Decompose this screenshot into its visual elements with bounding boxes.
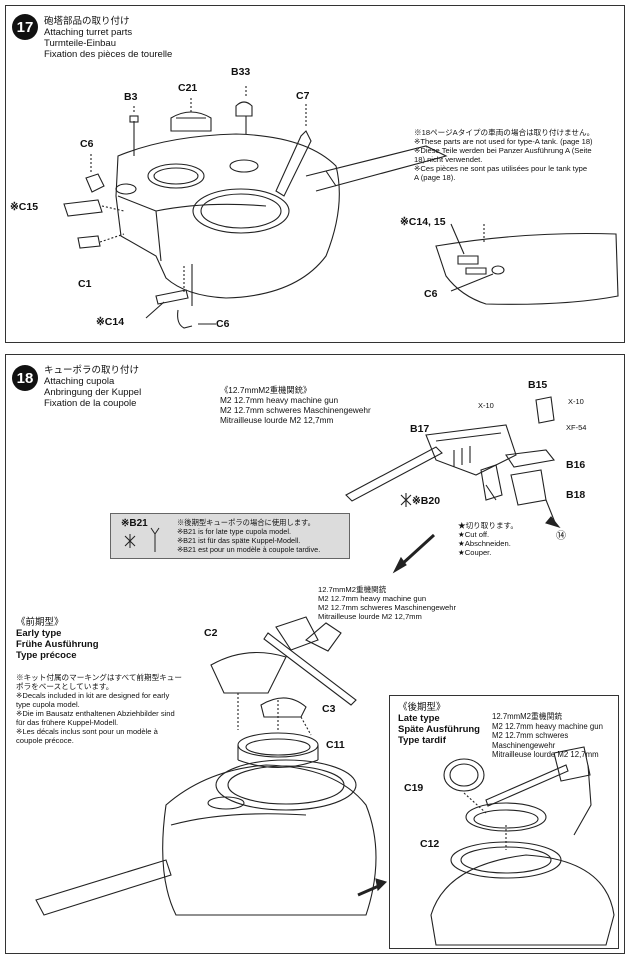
part-c12: C12: [420, 838, 440, 850]
part-c15: ※C15: [10, 201, 39, 213]
late-title-de: Späte Ausführung: [398, 724, 480, 735]
mg-note-line: Mitrailleuse lourde M2 12,7mm: [220, 415, 334, 425]
b21-note-box: ※B21 ※後期型キューポラの場合に使用します。 ※B21 is for lat…: [110, 513, 350, 559]
step17-number: 17: [12, 14, 38, 40]
part-b15: B15: [528, 379, 548, 391]
cut-note: ★切り取ります。 ★Cut off. ★Abschneiden. ★Couper…: [458, 521, 518, 557]
b21-note-line: ※B21 is for late type cupola model.: [177, 527, 292, 536]
part-c21: C21: [178, 82, 198, 94]
step17-drawing: [63, 86, 619, 329]
b21-note-line: ※B21 ist für das späte Kuppel-Modell.: [177, 536, 301, 545]
part-c3: C3: [322, 703, 336, 715]
mg-note-2-line: M2 12.7mm schweres Maschinengewehr: [318, 603, 457, 612]
decal-note-line: ポラをベースとしています。: [16, 682, 114, 691]
part-b33: B33: [231, 66, 251, 78]
decal-note-line: ※Les décals inclus sont pour un modèle à: [16, 727, 158, 736]
step18-title: キューポラの取り付け Attaching cupola Anbringung d…: [44, 365, 141, 409]
paint-x10-a: X-10: [478, 401, 494, 410]
part-c6-inset: C6: [424, 288, 438, 300]
mg-note-line: M2 12.7mm schweres Maschinengewehr: [220, 405, 371, 415]
cut-note-line: ★Abschneiden.: [458, 539, 511, 548]
part-b18: B18: [566, 489, 586, 501]
step17-title: 砲塔部品の取り付け Attaching turret parts Turmtei…: [44, 16, 172, 60]
part-c14: ※C14: [96, 316, 125, 328]
part-c14-15: ※C14, 15: [400, 216, 446, 228]
mg-note-2-line: M2 12.7mm heavy machine gun: [318, 594, 427, 603]
mg-note-2-line: Mitrailleuse lourde M2 12,7mm: [318, 612, 422, 621]
early-title-jp: 《前期型》: [16, 617, 64, 628]
step18-drawing: [35, 396, 615, 946]
part-b16: B16: [566, 459, 586, 471]
late-mg-line: M2 12.7mm heavy machine gun: [492, 721, 603, 731]
step18-title-jp: キューポラの取り付け: [44, 365, 140, 376]
step17-note-line: ※Ces pièces ne sont pas utilisées pour l…: [414, 164, 588, 173]
late-mg-line: 12.7mmM2重機関銃: [492, 712, 563, 721]
b21-drawing: [124, 527, 160, 552]
late-type-title: 《後期型》 Late type Späte Ausführung Type ta…: [398, 702, 480, 746]
late-title-fr: Type tardif: [398, 735, 446, 746]
step17-note-line: A (page 18).: [414, 173, 456, 182]
decal-note-line: coupole précoce.: [16, 736, 74, 745]
step17-note-line: 18) nicht verwendet.: [414, 155, 483, 164]
decal-note-line: ※Decals included in kit are designed for…: [16, 691, 170, 700]
part-b20: ※B20: [412, 495, 441, 507]
step18-number: 18: [12, 365, 38, 391]
early-title-en: Early type: [16, 628, 62, 639]
step-ref-14: ⑭: [556, 531, 566, 542]
decal-note-line: für das frühere Kuppel-Modell.: [16, 718, 119, 727]
mg-note-line: M2 12.7mm heavy machine gun: [220, 395, 339, 405]
part-c6-lower: C6: [216, 318, 230, 330]
late-mg-line: M2 12.7mm schweres: [492, 731, 569, 740]
mg-note: 《12.7mmM2重機関銃》 M2 12.7mm heavy machine g…: [220, 385, 371, 425]
part-b21: ※B21: [121, 518, 148, 529]
step17-title-jp: 砲塔部品の取り付け: [44, 16, 130, 27]
step17-note-line: ※Diese Teile werden bei Panzer Ausführun…: [414, 146, 592, 155]
step17-title-fr: Fixation des pièces de tourelle: [44, 49, 173, 60]
part-c1: C1: [78, 278, 92, 290]
decal-note: ※キット付属のマーキングはすべて前期型キュー ポラをベースとしています。 ※De…: [16, 673, 182, 745]
late-type-box: 《後期型》 Late type Späte Ausführung Type ta…: [389, 695, 619, 949]
part-b17: B17: [410, 423, 430, 435]
step17-note-line: ※18ページAタイプの車両の場合は取り付けません。: [414, 128, 595, 137]
step17-panel: 17 砲塔部品の取り付け Attaching turret parts Turm…: [5, 5, 625, 343]
late-mg-line: Mitrailleuse lourde M2 12,7mm: [492, 750, 599, 759]
paint-xf54: XF-54: [566, 423, 587, 432]
decal-note-line: type cupola model.: [16, 700, 80, 709]
part-c11: C11: [326, 739, 345, 751]
part-c19: C19: [404, 782, 424, 794]
part-c2: C2: [204, 627, 218, 639]
cut-note-line: ★切り取ります。: [458, 521, 518, 530]
part-c6: C6: [80, 138, 94, 150]
step17-note: ※18ページAタイプの車両の場合は取り付けません。 ※These parts a…: [414, 128, 594, 182]
late-mg-line: Maschinengewehr: [492, 740, 556, 750]
step18-title-de: Anbringung der Kuppel: [44, 387, 142, 398]
step18-panel: 18 キューポラの取り付け Attaching cupola Anbringun…: [5, 354, 625, 954]
mg-note-2-line: 12.7mmM2重機関銃: [318, 585, 387, 594]
part-b3: B3: [124, 91, 138, 103]
paint-x10-b: X-10: [568, 397, 584, 406]
early-title-de: Frühe Ausführung: [16, 639, 99, 650]
cut-note-line: ★Couper.: [458, 548, 492, 557]
cut-note-line: ★Cut off.: [458, 530, 490, 539]
mg-note-2: 12.7mmM2重機関銃 M2 12.7mm heavy machine gun…: [318, 585, 456, 621]
late-mg-note: 12.7mmM2重機関銃 M2 12.7mm heavy machine gun…: [492, 712, 603, 760]
step18-title-fr: Fixation de la coupole: [44, 398, 137, 409]
late-title-jp: 《後期型》: [398, 702, 446, 713]
mg-note-line: 《12.7mmM2重機関銃》: [220, 385, 312, 395]
decal-note-line: ※キット付属のマーキングはすべて前期型キュー: [16, 673, 182, 682]
step18-title-en: Attaching cupola: [44, 376, 115, 387]
decal-note-line: ※Die im Bausatz enthaltenen Abziehbilder…: [16, 709, 175, 718]
b21-note: ※後期型キューポラの場合に使用します。 ※B21 is for late typ…: [177, 518, 320, 554]
late-title-en: Late type: [398, 713, 440, 724]
early-title-fr: Type précoce: [16, 650, 77, 661]
step17-title-de: Turmteile-Einbau: [44, 38, 116, 49]
step17-note-line: ※These parts are not used for type-A tan…: [414, 137, 593, 146]
part-c7: C7: [296, 90, 310, 102]
early-type-title: 《前期型》 Early type Frühe Ausführung Type p…: [16, 617, 99, 661]
step17-title-en: Attaching turret parts: [44, 27, 133, 38]
b21-note-line: ※後期型キューポラの場合に使用します。: [177, 518, 315, 527]
b21-note-line: ※B21 est pour un modèle à coupole tardiv…: [177, 545, 321, 554]
